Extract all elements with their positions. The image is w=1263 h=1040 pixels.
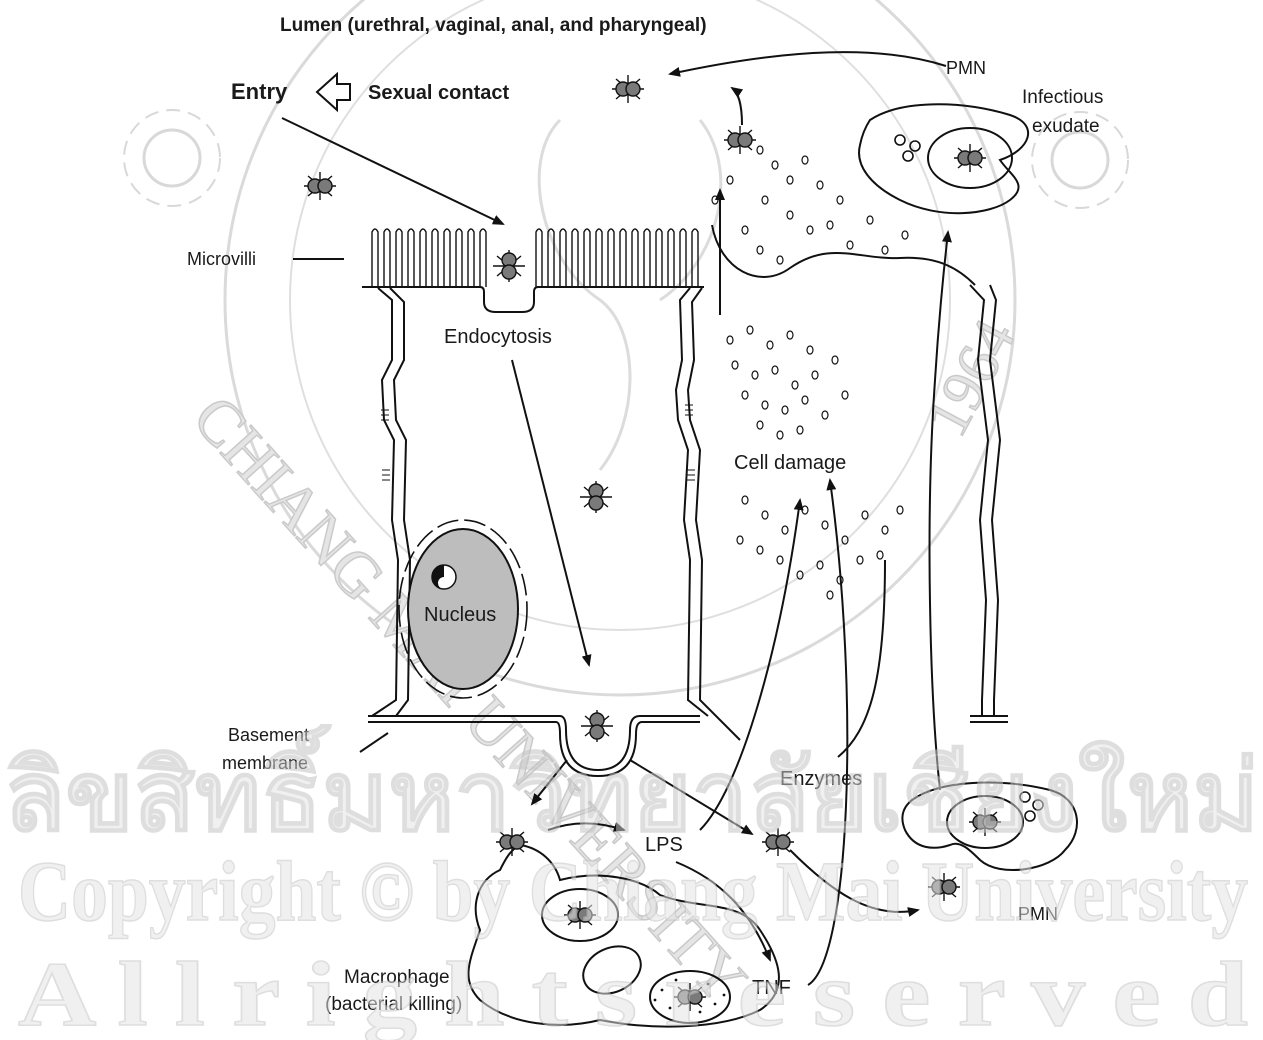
watermark-thai: ลิขสิทธิ์มหาวิทยาลัยเชียงใหม่ bbox=[4, 724, 1259, 854]
pmn-top-label: PMN bbox=[946, 58, 986, 78]
pmn-migration-arrow bbox=[930, 232, 948, 790]
microvilli bbox=[362, 229, 704, 312]
lumen-tissue-boundary bbox=[712, 225, 975, 285]
exudate-label: exudate bbox=[1032, 116, 1100, 137]
entry-hollow-arrow bbox=[317, 74, 350, 110]
cell-debris bbox=[712, 146, 908, 599]
flower-ornament-left bbox=[124, 110, 220, 206]
entry-label: Entry bbox=[231, 79, 288, 104]
endocytosis-label: Endocytosis bbox=[444, 326, 552, 348]
diplococcus-lumen-3 bbox=[724, 126, 756, 154]
pmn-to-lumen-arrow bbox=[670, 52, 946, 74]
diplococcus-basement bbox=[581, 710, 613, 742]
infectious-label: Infectious bbox=[1022, 87, 1103, 108]
watermark-text: ลิขสิทธิ์มหาวิทยาลัยเชียงใหม่ Copyright … bbox=[4, 724, 1259, 1040]
lumen-release-arrow bbox=[732, 88, 742, 125]
diplococcus-lumen-2 bbox=[612, 75, 644, 103]
diplococcus-intracellular bbox=[580, 481, 612, 513]
lumen-label: Lumen (urethral, vaginal, anal, and phar… bbox=[280, 15, 707, 36]
nucleus-label: Nucleus bbox=[424, 604, 496, 626]
diplococcus-endocytosis bbox=[493, 250, 525, 282]
seal-year: 1964 bbox=[913, 309, 1028, 446]
endocytosis-arrow bbox=[512, 360, 589, 665]
microvilli-label: Microvilli bbox=[187, 249, 256, 269]
watermark-rights: A l l r i g h t s r e s e r v e d bbox=[18, 943, 1248, 1040]
diplococcus-lumen-1 bbox=[304, 172, 336, 200]
entry-arrow bbox=[282, 118, 503, 224]
sexual-contact-label: Sexual contact bbox=[368, 82, 510, 104]
cell-damage-label: Cell damage bbox=[734, 452, 846, 474]
watermark-copyright: Copyright © by Chiang Mai University bbox=[18, 843, 1248, 939]
